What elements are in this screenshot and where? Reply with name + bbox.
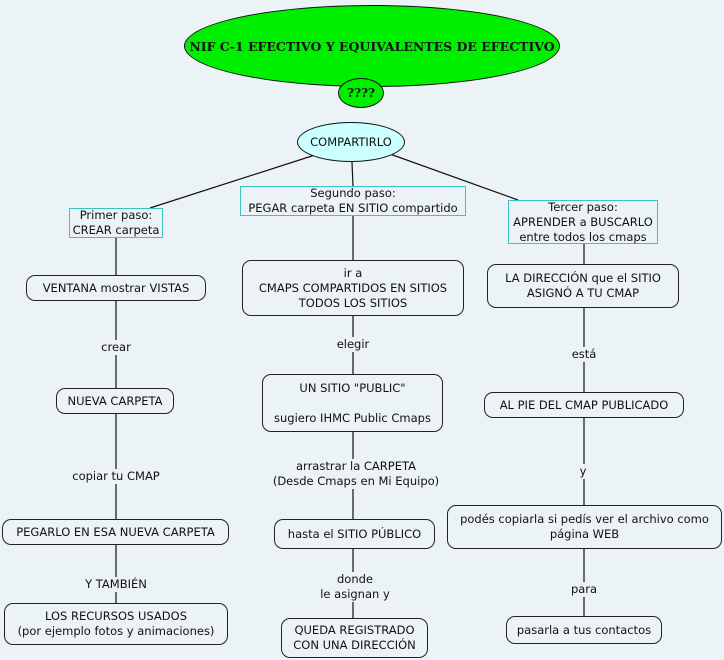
link-root-step2 [351, 161, 354, 187]
link-label-arrastrar: arrastrar la CARPETA (Desde Cmaps en Mi … [272, 459, 440, 489]
link-label-y: y [579, 464, 587, 479]
node-pasarla[interactable]: pasarla a tus contactos [506, 616, 662, 644]
node-nueva-carpeta[interactable]: NUEVA CARPETA [56, 388, 174, 414]
node-al-pie[interactable]: AL PIE DEL CMAP PUBLICADO [484, 392, 684, 418]
node-sitio-publico[interactable]: hasta el SITIO PÚBLICO [274, 519, 435, 549]
link-label-donde: donde le asignan y [320, 572, 390, 602]
node-podes-copiarla[interactable]: podés copiarla si pedís ver el archivo c… [447, 505, 722, 549]
node-cmaps-compartidos[interactable]: ir a CMAPS COMPARTIDOS EN SITIOS TODOS L… [242, 260, 464, 316]
question-node[interactable]: ???? [338, 78, 384, 108]
title-node[interactable]: NIF C-1 EFECTIVO Y EQUIVALENTES DE EFECT… [184, 5, 560, 87]
link-label-copiar: copiar tu CMAP [72, 469, 160, 484]
step-1-node[interactable]: Primer paso: CREAR carpeta [69, 208, 163, 238]
node-pegarlo[interactable]: PEGARLO EN ESA NUEVA CARPETA [2, 519, 229, 545]
node-sitio-public[interactable]: UN SITIO "PUBLIC" sugiero IHMC Public Cm… [262, 374, 443, 432]
step-3-node[interactable]: Tercer paso: APRENDER a BUSCARLO entre t… [508, 200, 658, 244]
link-label-esta: está [571, 347, 597, 362]
link-label-crear: crear [101, 340, 131, 355]
link-root-step3 [389, 153, 519, 201]
link-label-para: para [570, 582, 598, 597]
link-root-step1 [149, 153, 319, 209]
step-2-node[interactable]: Segundo paso: PEGAR carpeta EN SITIO com… [240, 186, 466, 216]
node-recursos[interactable]: LOS RECURSOS USADOS (por ejemplo fotos y… [4, 603, 228, 645]
link-label-y-tambien: Y TAMBIÉN [85, 577, 147, 592]
node-la-direccion[interactable]: LA DIRECCIÓN que el SITIO ASIGNÓ A TU CM… [487, 264, 679, 308]
node-ventana-vistas[interactable]: VENTANA mostrar VISTAS [26, 275, 206, 301]
node-queda-registrado[interactable]: QUEDA REGISTRADO CON UNA DIRECCIÓN [281, 618, 428, 658]
root-node-compartirlo[interactable]: COMPARTIRLO [297, 122, 405, 162]
link-label-elegir: elegir [336, 337, 370, 352]
